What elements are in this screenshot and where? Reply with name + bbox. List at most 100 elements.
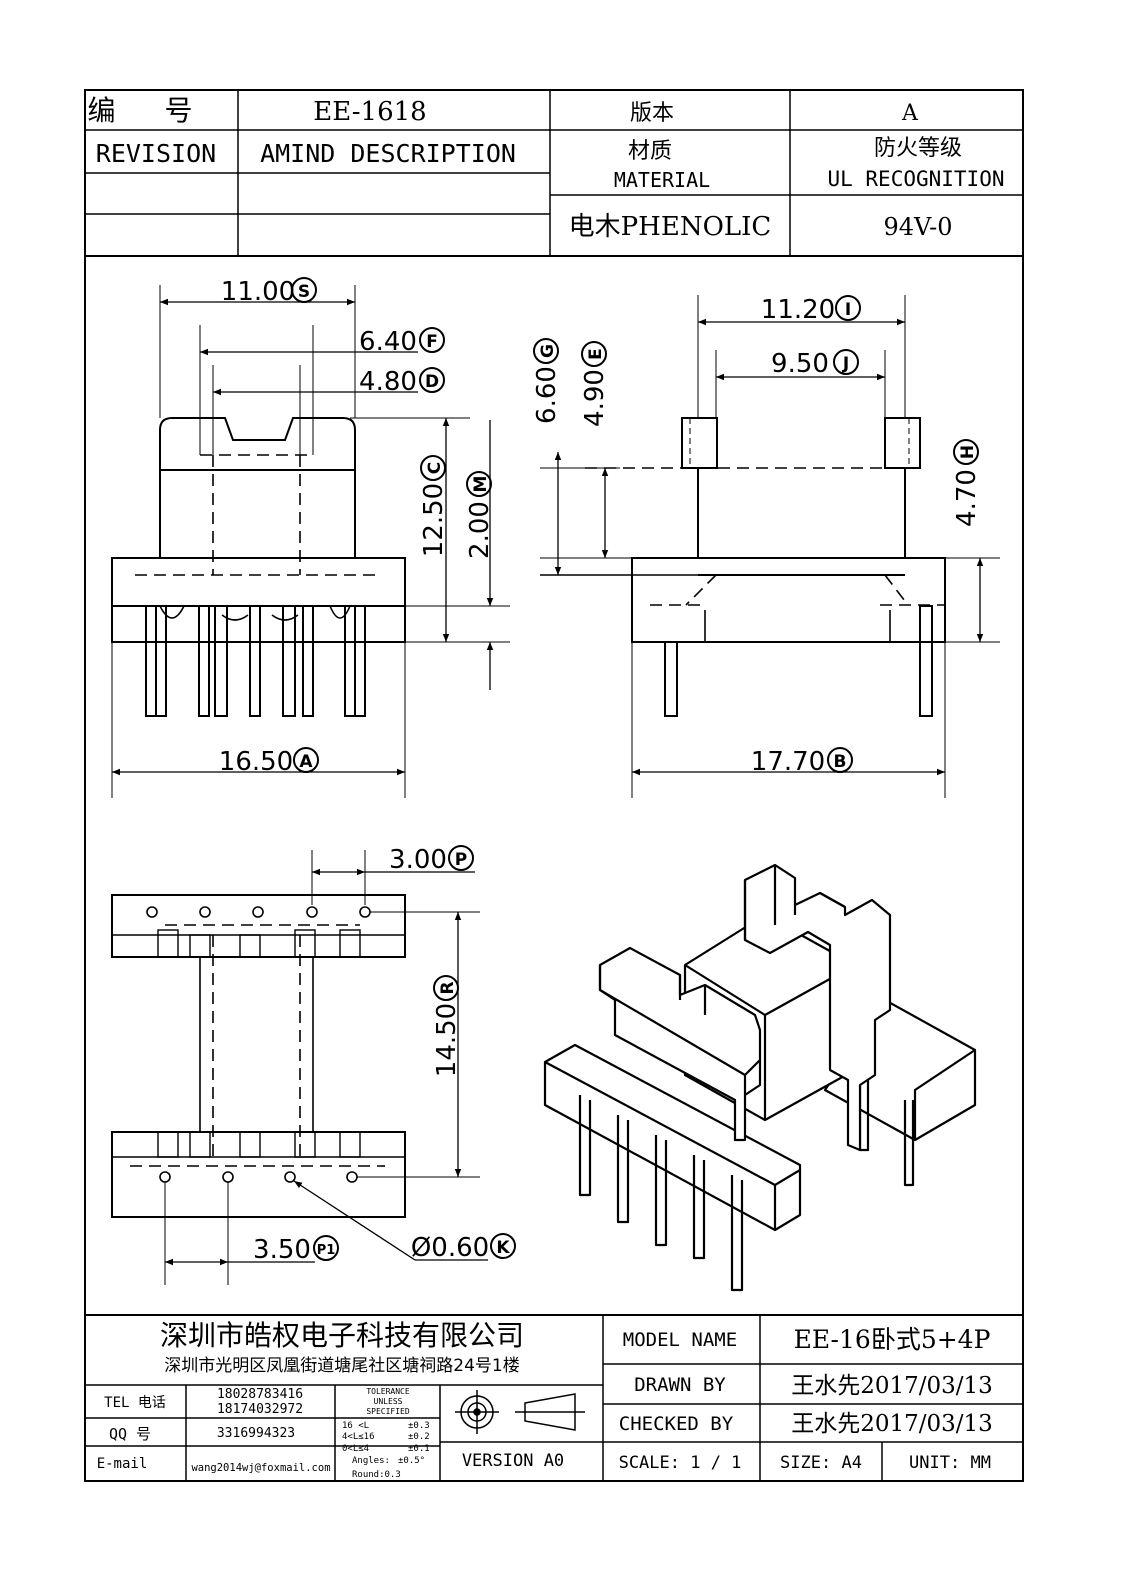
svg-text:UNLESS: UNLESS xyxy=(374,1397,403,1406)
svg-text:6.60: 6.60 xyxy=(532,366,562,424)
svg-text:12.50: 12.50 xyxy=(419,483,449,557)
svg-text:C: C xyxy=(425,462,445,474)
dim-D: 4.80 D xyxy=(359,367,445,397)
checked-label: CHECKED BY xyxy=(619,1413,734,1435)
svg-text:±0.1: ±0.1 xyxy=(408,1444,430,1454)
dim-G: 6.60 G xyxy=(532,338,562,424)
code-label: 编 号 xyxy=(88,94,213,127)
svg-text:4<L≤16: 4<L≤16 xyxy=(342,1432,375,1442)
checked-value: 王水先2017/03/13 xyxy=(791,1411,993,1437)
svg-text:11.20: 11.20 xyxy=(761,295,835,325)
email-value: wang2014wj@foxmail.com xyxy=(191,1462,330,1474)
svg-text:3.00: 3.00 xyxy=(389,845,447,875)
svg-text:F: F xyxy=(426,332,438,352)
svg-text:B: B xyxy=(834,752,847,772)
svg-text:0<L≤4: 0<L≤4 xyxy=(342,1444,369,1454)
version-value: A xyxy=(901,101,919,126)
bottom-lower-base xyxy=(111,1131,406,1218)
side-base xyxy=(631,557,946,643)
tel-value-2: 18174032972 xyxy=(217,1402,303,1417)
ul-value: 94V-0 xyxy=(883,213,952,241)
drawn-label: DRAWN BY xyxy=(634,1374,726,1396)
svg-text:P1: P1 xyxy=(317,1243,336,1258)
version-label: 版本 xyxy=(630,101,674,126)
svg-text:TOLERANCE: TOLERANCE xyxy=(366,1387,410,1396)
svg-text:±0.2: ±0.2 xyxy=(408,1432,430,1442)
company-address: 深圳市光明区凤凰街道塘尾社区塘祠路24号1楼 xyxy=(164,1356,519,1376)
dim-P1: 3.50 P1 xyxy=(253,1235,339,1265)
projection-symbol xyxy=(455,1390,585,1434)
side-view xyxy=(540,295,1000,798)
front-pins xyxy=(145,605,366,717)
svg-text:4.90: 4.90 xyxy=(580,369,610,427)
title-block: 深圳市皓权电子科技有限公司 深圳市光明区凤凰街道塘尾社区塘祠路24号1楼 TEL… xyxy=(85,1314,1023,1481)
revision-label: REVISION xyxy=(96,139,216,168)
svg-text:Angles:: Angles: xyxy=(352,1456,390,1466)
company-name: 深圳市皓权电子科技有限公司 xyxy=(160,1319,524,1352)
pin-holes xyxy=(146,906,371,1183)
dim-H: 4.70 H xyxy=(952,439,982,527)
dim-F: 6.40 F xyxy=(359,327,445,357)
material-label-en: MATERIAL xyxy=(614,168,710,192)
dim-J: 9.50 J xyxy=(771,349,859,379)
svg-text:G: G xyxy=(538,344,558,358)
qq-label: QQ 号 xyxy=(109,1425,151,1443)
size-text: SIZE: A4 xyxy=(780,1453,862,1473)
svg-text:K: K xyxy=(496,1238,510,1258)
svg-text:H: H xyxy=(958,445,978,459)
material-value: 电木PHENOLIC xyxy=(569,212,772,242)
dim-K: Ø0.60 K xyxy=(411,1233,516,1263)
side-pin-left xyxy=(664,641,678,717)
ul-label-cn: 防火等级 xyxy=(874,136,962,161)
svg-text:S: S xyxy=(298,282,310,302)
svg-text:4.80: 4.80 xyxy=(359,367,417,397)
svg-text:2.00: 2.00 xyxy=(465,501,495,559)
model-value: EE-16卧式5+4P xyxy=(794,1325,991,1354)
svg-text:D: D xyxy=(425,372,439,392)
header-table: 编 号 EE-1618 版本 A REVISION AMIND DESCRIPT… xyxy=(85,90,1023,257)
isometric-view xyxy=(543,863,977,1292)
dim-E: 4.90 E xyxy=(580,341,610,427)
side-left-post xyxy=(681,417,718,469)
svg-text:E: E xyxy=(586,348,606,360)
dim-I: 11.20 I xyxy=(761,295,861,325)
dim-B: 17.70 B xyxy=(751,747,853,777)
dim-M: 2.00 M xyxy=(465,471,495,559)
unit-text: UNIT: MM xyxy=(909,1453,991,1473)
dim-C: 12.50 C xyxy=(419,455,449,557)
svg-text:16 <L: 16 <L xyxy=(342,1421,369,1431)
front-base xyxy=(111,557,406,643)
svg-text:9.50: 9.50 xyxy=(771,349,829,379)
svg-text:A: A xyxy=(299,752,313,772)
sheet-border xyxy=(84,89,1024,1482)
svg-text:11.00: 11.00 xyxy=(221,277,295,307)
svg-text:P: P xyxy=(455,850,467,870)
amind-label: AMIND DESCRIPTION xyxy=(260,139,516,168)
code-value: EE-1618 xyxy=(313,97,426,127)
tel-value-1: 18028783416 xyxy=(217,1387,303,1402)
svg-text:6.40: 6.40 xyxy=(359,327,417,357)
svg-text:Ø0.60: Ø0.60 xyxy=(411,1233,489,1263)
svg-text:M: M xyxy=(471,476,491,493)
front-top-flange xyxy=(159,417,356,471)
bottom-top-base xyxy=(111,894,406,958)
svg-text:±0.3: ±0.3 xyxy=(408,1421,430,1431)
svg-text:SPECIFIED: SPECIFIED xyxy=(366,1407,410,1416)
drawn-value: 王水先2017/03/13 xyxy=(791,1373,993,1399)
svg-text:R: R xyxy=(438,981,458,994)
qq-value: 3316994323 xyxy=(217,1426,295,1441)
version-text: VERSION A0 xyxy=(462,1451,564,1471)
svg-text:17.70: 17.70 xyxy=(751,747,825,777)
svg-text:4.70: 4.70 xyxy=(952,469,982,527)
svg-text:14.50: 14.50 xyxy=(432,1003,462,1077)
tel-label: TEL 电话 xyxy=(104,1395,166,1411)
bottom-view xyxy=(111,850,488,1285)
svg-text:I: I xyxy=(845,300,851,320)
email-label: E-mail xyxy=(97,1456,148,1472)
svg-text:3.50: 3.50 xyxy=(253,1235,311,1265)
svg-text:J: J xyxy=(842,354,849,374)
svg-text:16.50: 16.50 xyxy=(219,747,293,777)
